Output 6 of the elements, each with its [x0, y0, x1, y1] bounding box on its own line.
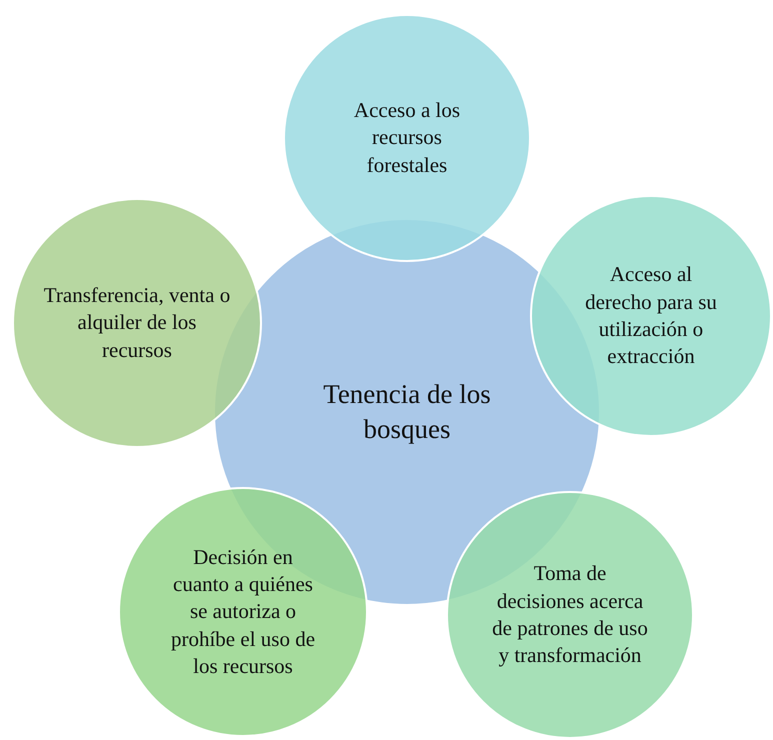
node-text: Toma de decisiones acerca de patrones de uso y transformación — [491, 560, 649, 670]
node-text: Acceso a los recursos forestales — [352, 97, 462, 179]
node-text: Decisión en cuanto a quiénes se autoriza o prohíbe el uso de los recursos — [170, 544, 316, 680]
node-text: Tenencia de los bosques — [322, 378, 492, 446]
node-text: Transferencia, venta o alquiler de los recursos — [42, 282, 232, 364]
node-text: Acceso al derecho para su utilización o extracción — [584, 261, 718, 370]
